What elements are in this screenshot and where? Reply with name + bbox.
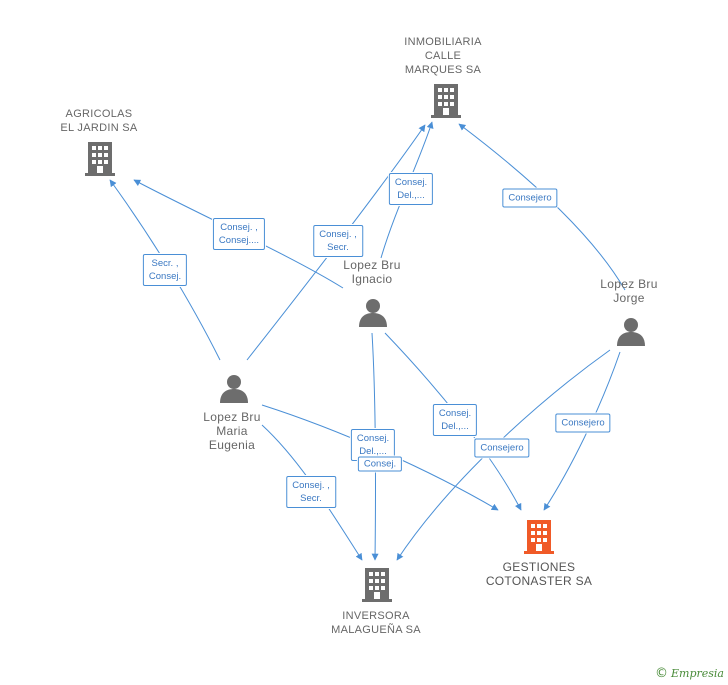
node-lopez-jorge-label[interactable]: Lopez Bru Jorge [600, 277, 658, 305]
person-icon [359, 299, 387, 327]
node-lopez-maria-label[interactable]: Lopez Bru Maria Eugenia [203, 410, 261, 452]
edge-label-ignacio-inversora: Consej. Del.,... [350, 429, 396, 461]
edge-label-maria-gestiones: Consej. [357, 456, 403, 472]
building-icon [85, 142, 115, 176]
footer-brand[interactable]: ©Empresia [655, 666, 724, 681]
edge-label-jorge-gestiones: Consejero [555, 413, 611, 433]
edge-label-ignacio-agricolas: Consej. , Consej.... [212, 218, 266, 250]
edge-label-jorge-inversora: Consejero [474, 438, 530, 458]
edge-jorge-gestiones [543, 351, 621, 511]
building-icon [431, 84, 461, 118]
node-agricolas-label[interactable]: AGRICOLAS EL JARDIN SA [60, 108, 138, 134]
person-icon [220, 375, 248, 403]
node-inmobiliaria-label[interactable]: INMOBILIARIA CALLE MARQUES SA [404, 36, 482, 76]
copyright-icon: © [655, 666, 668, 681]
edge-label-maria-inmobiliaria: Consej. , Secr. [313, 225, 363, 257]
building-icon [524, 520, 554, 554]
node-lopez-ignacio-label[interactable]: Lopez Bru Ignacio [343, 258, 401, 286]
node-gestiones-label[interactable]: GESTIONES COTONASTER SA [485, 560, 593, 588]
brand-name: Empresia [671, 667, 724, 680]
edge-label-ignacio-inmobiliaria: Consej. Del.,... [388, 173, 434, 205]
edge-label-ignacio-gestiones: Consej. Del.,... [432, 404, 478, 436]
edge-label-maria-inversora: Consej. , Secr. [286, 476, 336, 508]
edge-label-maria-agricolas: Secr. , Consej. [142, 254, 188, 286]
person-icon [617, 318, 645, 346]
edge-label-jorge-inmobiliaria: Consejero [502, 188, 558, 208]
node-inversora-label[interactable]: INVERSORA MALAGUEÑA SA [331, 610, 421, 636]
building-icon [362, 568, 392, 602]
